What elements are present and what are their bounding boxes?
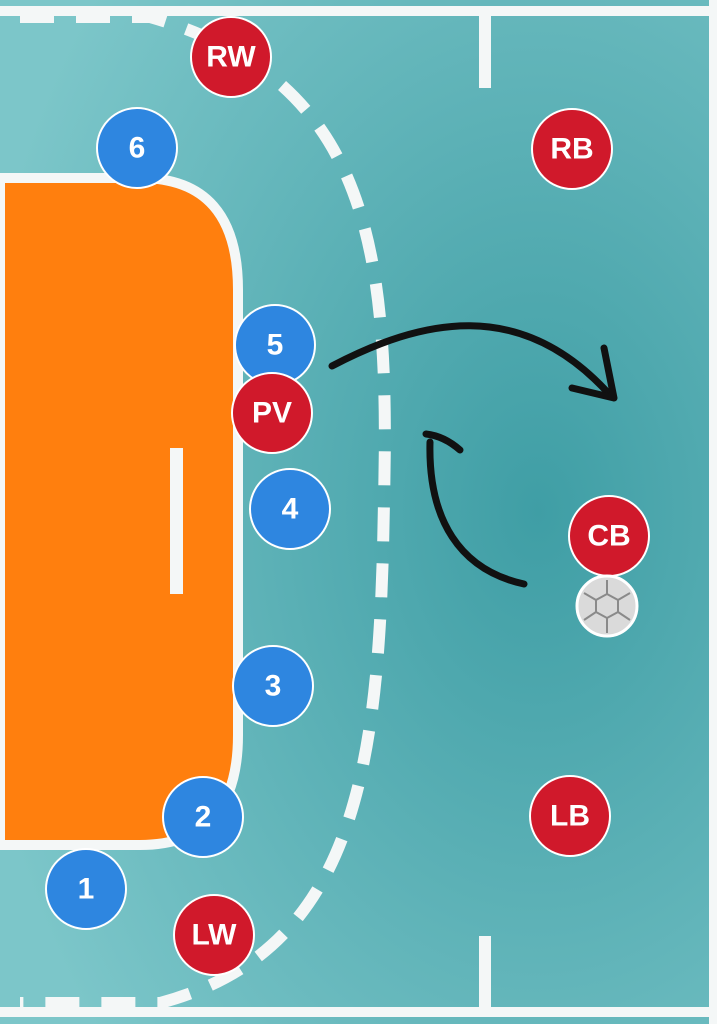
- bottom-boundary-line: [0, 1007, 717, 1017]
- attacker-marker: [531, 108, 613, 190]
- defender-2[interactable]: 2: [162, 776, 244, 858]
- defender-marker: [249, 468, 331, 550]
- attacker-lw[interactable]: LW: [173, 894, 255, 976]
- attacker-marker: [529, 775, 611, 857]
- defender-label: 4: [282, 493, 299, 526]
- defender-4[interactable]: 4: [249, 468, 331, 550]
- free-throw-line: [20, 11, 391, 1009]
- tick-mark-top: [479, 16, 491, 88]
- defender-label: 6: [129, 132, 146, 165]
- attacker-label: RB: [550, 133, 593, 166]
- arrowhead-right-icon: [568, 344, 618, 402]
- defender-3[interactable]: 3: [232, 645, 314, 727]
- curved-arrow-icon: [426, 438, 528, 588]
- attacker-label: LW: [192, 919, 238, 952]
- attacker-marker: [173, 894, 255, 976]
- attacker-rb[interactable]: RB: [531, 108, 613, 190]
- defender-marker: [96, 107, 178, 189]
- handball-icon[interactable]: [575, 574, 639, 638]
- attacker-pv[interactable]: PV: [231, 372, 313, 454]
- defender-marker: [162, 776, 244, 858]
- attacker-label: CB: [587, 520, 630, 553]
- attacker-label: PV: [252, 397, 292, 430]
- right-boundary-line: [709, 0, 717, 1024]
- curved-arrow-icon: [328, 322, 614, 399]
- defender-label: 3: [265, 670, 282, 703]
- arrowhead-up-icon: [422, 430, 464, 454]
- defender-1[interactable]: 1: [45, 848, 127, 930]
- defender-label: 2: [195, 801, 212, 834]
- defender-6[interactable]: 6: [96, 107, 178, 189]
- attacker-cb[interactable]: CB: [568, 495, 650, 577]
- top-boundary-line: [0, 6, 717, 16]
- ball-seams: [583, 580, 631, 633]
- defender-label: 1: [78, 873, 95, 906]
- tick-mark-bottom: [479, 936, 491, 1008]
- attacker-marker: [190, 16, 272, 98]
- defender-marker: [232, 645, 314, 727]
- ball-body: [575, 574, 639, 638]
- defender-label: 5: [267, 329, 284, 362]
- defender-marker: [45, 848, 127, 930]
- attacker-rw[interactable]: RW: [190, 16, 272, 98]
- attacker-label: RW: [206, 41, 256, 74]
- attacker-label: LB: [550, 800, 590, 833]
- attacker-lb[interactable]: LB: [529, 775, 611, 857]
- goal-line: [170, 448, 183, 594]
- attacker-marker: [231, 372, 313, 454]
- goal-area: [0, 173, 243, 850]
